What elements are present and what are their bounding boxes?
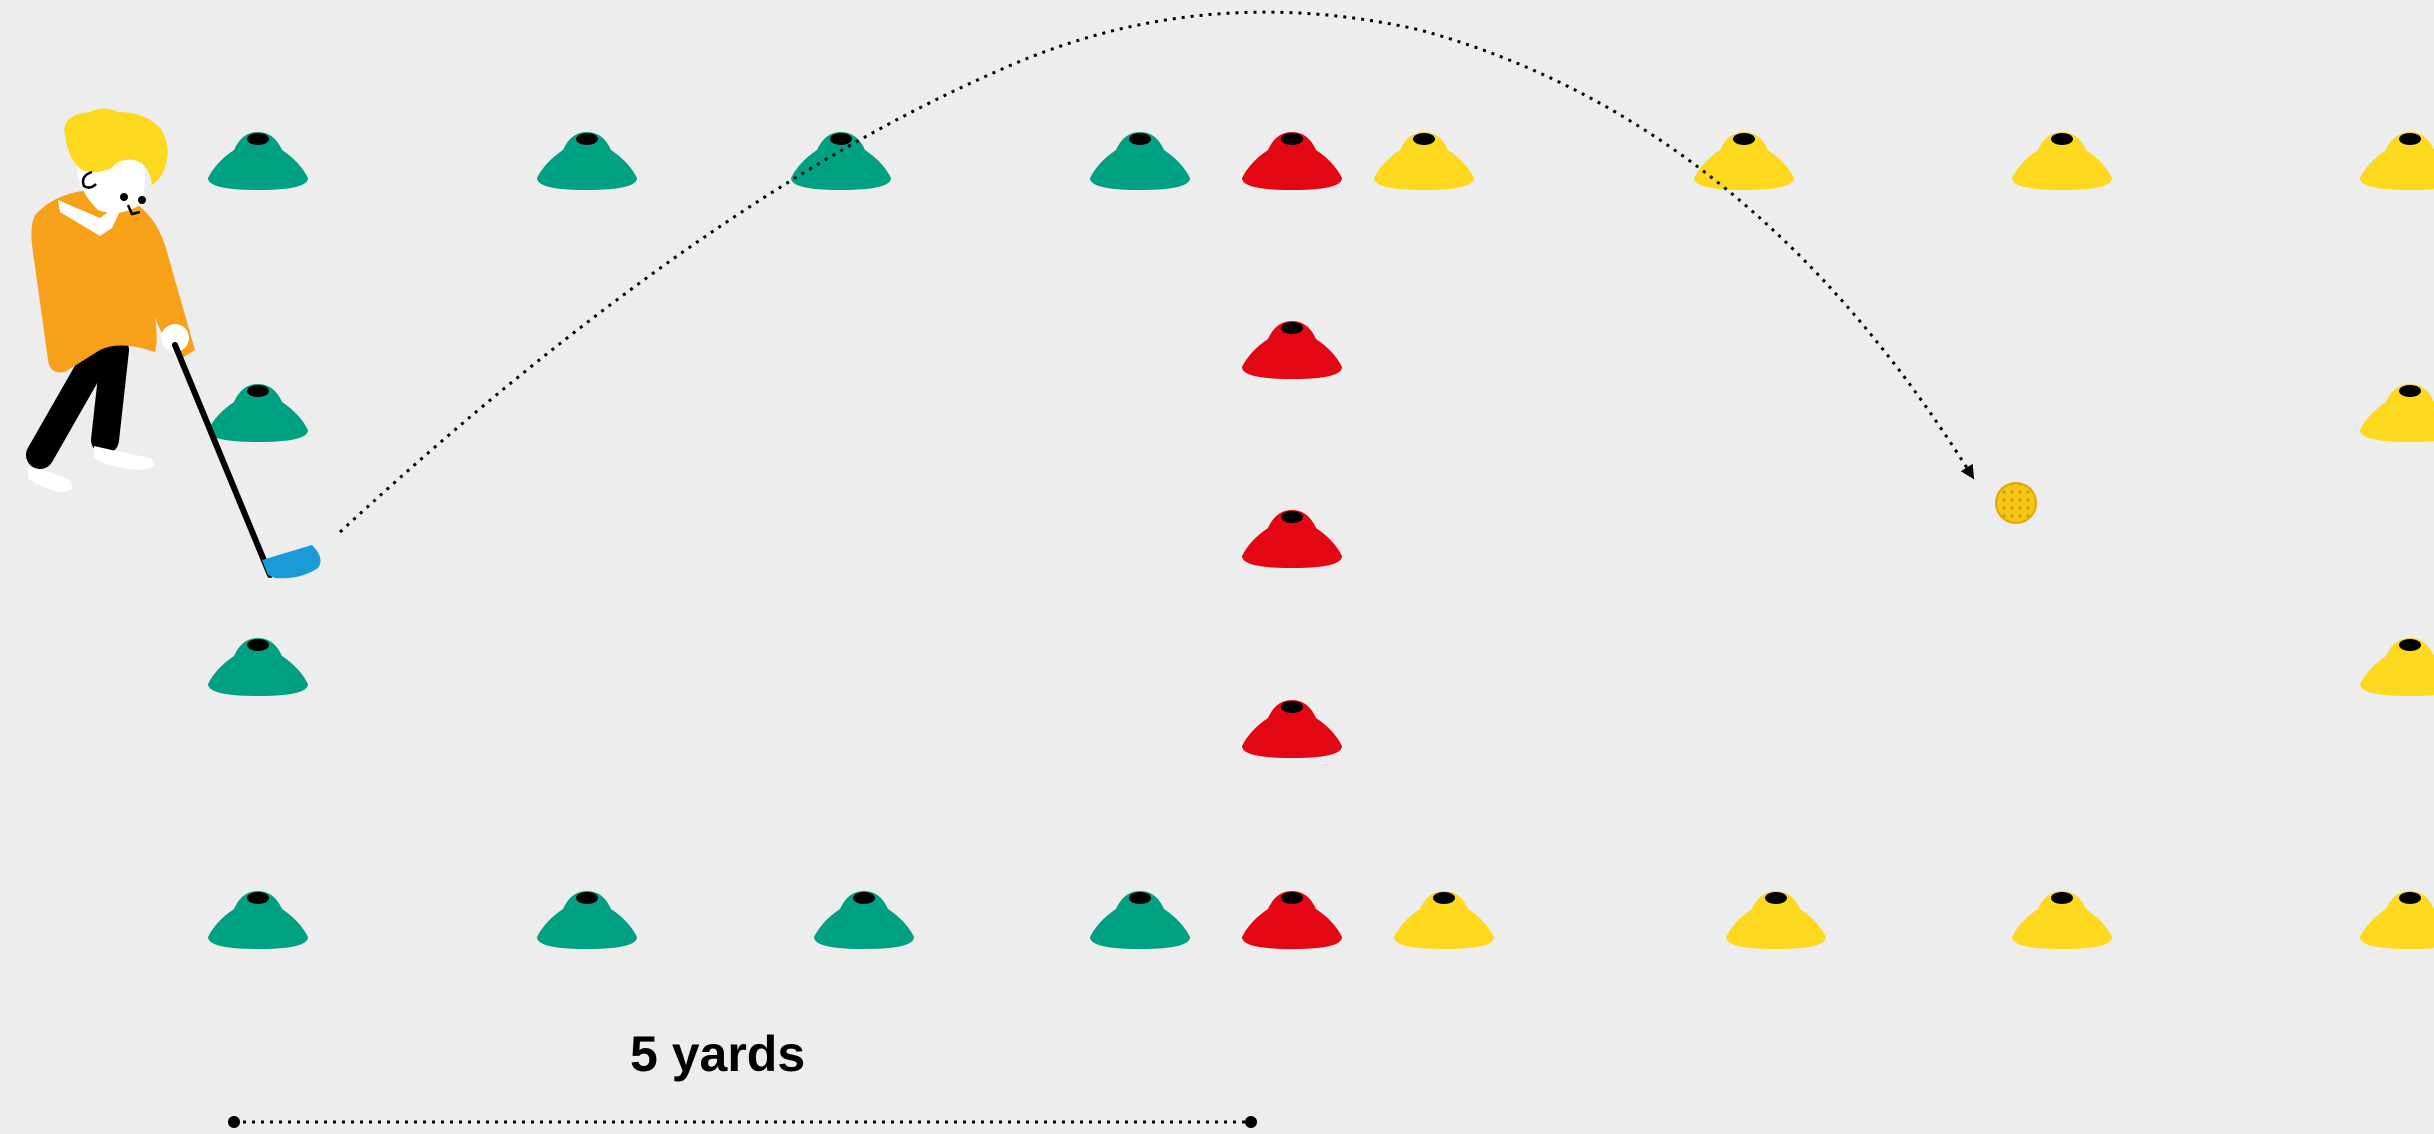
- cone-icon: [791, 132, 891, 190]
- distance-measure: [228, 1116, 1257, 1128]
- golf-club-head: [262, 545, 320, 578]
- distance-label: 5 yards: [630, 1025, 805, 1083]
- shot-trajectory-path: [340, 12, 1972, 532]
- cone-icon: [1726, 891, 1826, 949]
- cone-icon: [2360, 132, 2434, 190]
- shoe: [28, 468, 72, 492]
- shoe: [94, 446, 154, 470]
- cone-icon: [208, 638, 308, 696]
- cone-icon: [2360, 384, 2434, 442]
- measure-endpoint-right: [1245, 1116, 1257, 1128]
- cone-icon: [1694, 132, 1794, 190]
- cone-icon: [2012, 132, 2112, 190]
- cone-icon: [1242, 510, 1342, 568]
- cone-icon: [2012, 891, 2112, 949]
- cone-icon: [1242, 321, 1342, 379]
- golf-club-shaft: [175, 345, 270, 575]
- cone-icon: [537, 132, 637, 190]
- cone-icon: [537, 891, 637, 949]
- cone-icon: [2360, 638, 2434, 696]
- cone-icon: [1374, 132, 1474, 190]
- golf-ball-icon: [1996, 483, 2036, 523]
- cone-icon: [1090, 132, 1190, 190]
- cone-icon: [1242, 891, 1342, 949]
- cone-icon: [1242, 132, 1342, 190]
- cone-icon: [1394, 891, 1494, 949]
- cone-icon: [1242, 700, 1342, 758]
- measure-endpoint-left: [228, 1116, 240, 1128]
- cone-icon: [1090, 891, 1190, 949]
- cone-icon: [208, 891, 308, 949]
- cone-icon: [208, 384, 308, 442]
- cone-icon: [814, 891, 914, 949]
- cone-grid: [208, 132, 2434, 949]
- cone-icon: [208, 132, 308, 190]
- cone-icon: [2360, 891, 2434, 949]
